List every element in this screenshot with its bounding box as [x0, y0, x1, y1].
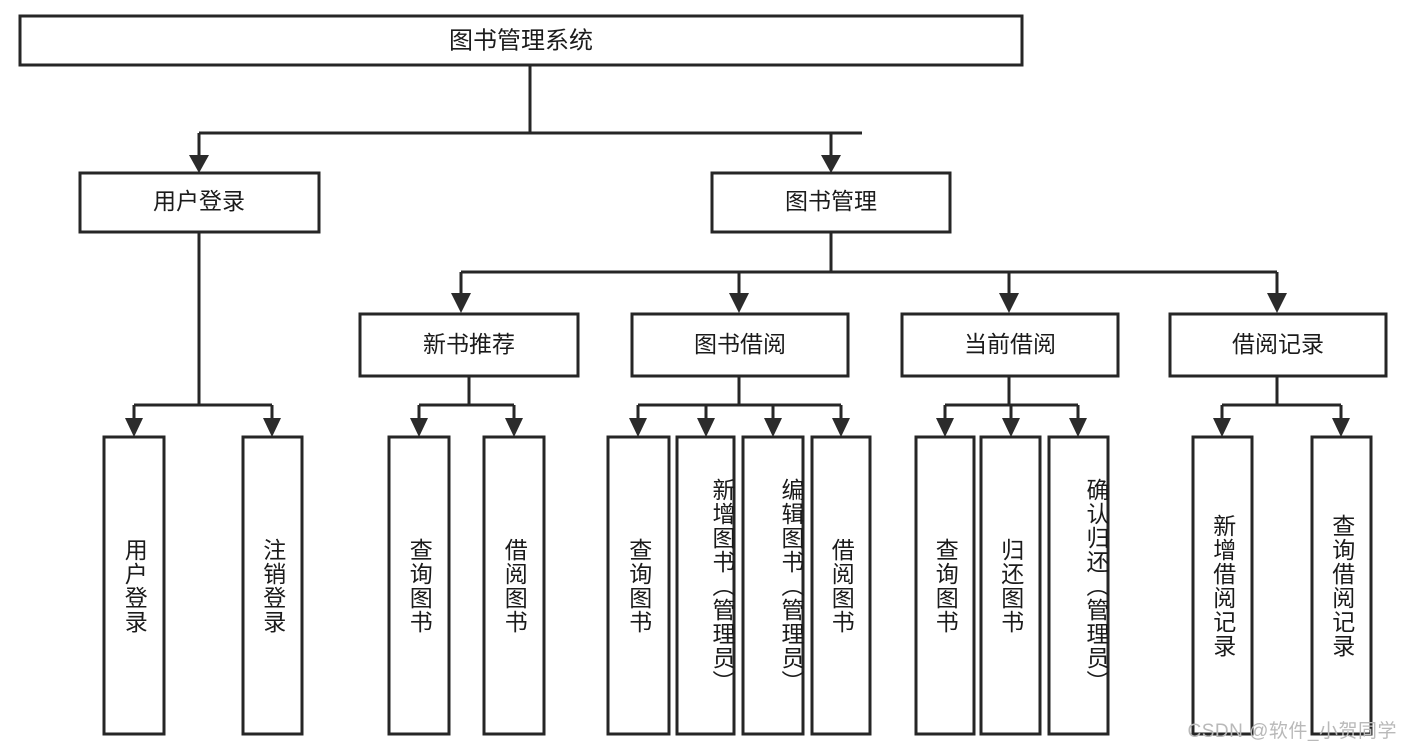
arrow-to-leaf5-icon: [629, 418, 647, 437]
arrow-to-leaf11-icon: [1069, 418, 1087, 437]
node-leaf3-box[interactable]: [387, 435, 451, 736]
arrow-to-newbook-icon: [451, 293, 471, 313]
arrow-to-leaf1-icon: [125, 418, 143, 437]
node-root[interactable]: 图书管理系统: [18, 14, 1024, 67]
arrow-to-leaf9-icon: [936, 418, 954, 437]
node-leaf9-box[interactable]: [914, 435, 976, 736]
node-root-label: 图书管理系统: [449, 27, 593, 54]
node-newbook[interactable]: 新书推荐: [358, 312, 580, 378]
node-newbook-label: 新书推荐: [423, 331, 515, 357]
arrow-to-leaf13-icon: [1332, 418, 1350, 437]
node-leaf10-box[interactable]: [979, 435, 1042, 736]
node-newbook-box[interactable]: [358, 312, 580, 378]
node-login-box[interactable]: [78, 171, 321, 234]
node-borrow[interactable]: 图书借阅: [630, 312, 850, 378]
node-root-box[interactable]: [18, 14, 1024, 67]
arrow-to-leaf7-icon: [764, 418, 782, 437]
arrow-to-borrow-icon: [729, 293, 749, 313]
arrow-to-records-icon: [1267, 293, 1287, 313]
arrow-to-leaf3-icon: [410, 418, 428, 437]
node-leaf13-box[interactable]: [1310, 435, 1373, 736]
node-leaf11-box[interactable]: [1047, 435, 1110, 736]
node-current[interactable]: 当前借阅: [900, 312, 1120, 378]
node-login-label: 用户登录: [153, 188, 245, 214]
arrow-to-bookmgmt-icon: [821, 155, 841, 173]
node-leaf2-box[interactable]: [241, 435, 304, 736]
arrow-to-leaf6-icon: [697, 418, 715, 437]
node-bookmgmt[interactable]: 图书管理: [710, 171, 952, 234]
arrow-to-current-icon: [999, 293, 1019, 313]
arrow-to-login-icon: [189, 155, 209, 173]
node-records-box[interactable]: [1168, 312, 1388, 378]
arrow-to-leaf10-icon: [1002, 418, 1020, 437]
node-leaf12-box[interactable]: [1191, 435, 1254, 736]
node-borrow-box[interactable]: [630, 312, 850, 378]
node-leaf6-box[interactable]: [675, 435, 736, 736]
edges-layer: [125, 65, 1350, 437]
node-leaf5-box[interactable]: [606, 435, 671, 736]
arrow-to-leaf12-icon: [1213, 418, 1231, 437]
node-leaf7-box[interactable]: [741, 435, 805, 736]
arrow-to-leaf8-icon: [832, 418, 850, 437]
node-borrow-label: 图书借阅: [694, 331, 786, 357]
node-records[interactable]: 借阅记录: [1168, 312, 1388, 378]
node-leaf4-box[interactable]: [482, 435, 546, 736]
csdn-watermark: CSDN @软件_小贺同学: [1187, 721, 1397, 742]
node-bookmgmt-box[interactable]: [710, 171, 952, 234]
node-login[interactable]: 用户登录: [78, 171, 321, 234]
nodes-layer: 图书管理系统 用户登录 图书管理 新书推荐 图书借阅 当前: [18, 14, 1388, 736]
arrow-to-leaf4-icon: [505, 418, 523, 437]
node-current-label: 当前借阅: [964, 331, 1056, 357]
node-bookmgmt-label: 图书管理: [785, 188, 877, 214]
arrow-to-leaf2-icon: [263, 418, 281, 437]
node-leaf8-box[interactable]: [810, 435, 872, 736]
node-leaf1-box[interactable]: [102, 435, 166, 736]
node-records-label: 借阅记录: [1232, 331, 1324, 357]
node-current-box[interactable]: [900, 312, 1120, 378]
